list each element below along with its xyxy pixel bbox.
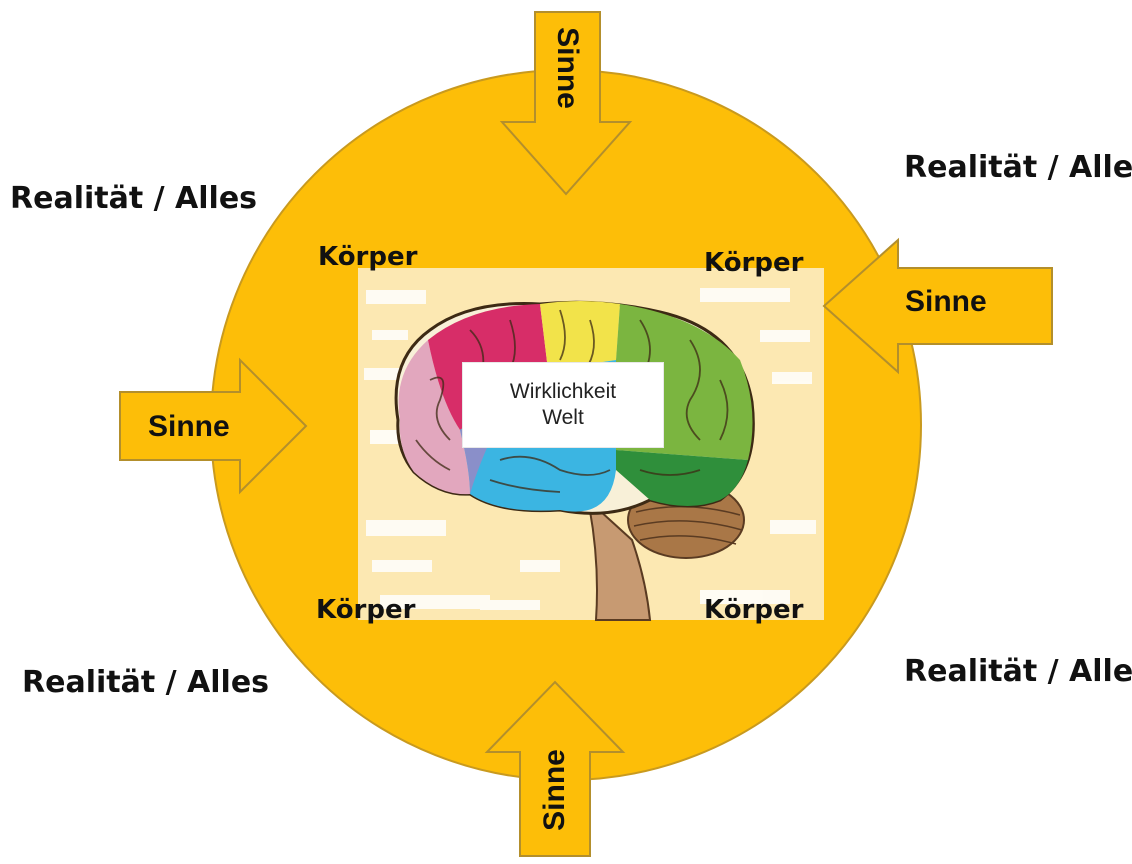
center-text-line2: Welt [542, 406, 584, 429]
koerper-label-top-left: Körper [318, 242, 418, 272]
realitaet-label-top-right: Realität / Alles [904, 150, 1132, 185]
realitaet-label-bottom-left: Realität / Alles [22, 665, 270, 700]
koerper-label-bottom-right: Körper [704, 595, 804, 625]
realitaet-label-top-left: Realität / Alles [10, 181, 258, 216]
sinne-arrow-bottom [484, 680, 626, 857]
sinne-label-right: Sinne [905, 285, 987, 318]
wirklichkeit-box: Wirklichkeit Welt [462, 362, 664, 448]
sinne-label-left: Sinne [148, 410, 230, 443]
sinne-label-top: Sinne [551, 27, 584, 109]
sinne-arrow-right [822, 237, 1053, 375]
sinne-arrow-left [119, 357, 308, 495]
realitaet-label-bottom-right: Realität / Alles [904, 654, 1132, 689]
sinne-arrow-top [499, 11, 633, 196]
koerper-label-bottom-left: Körper [316, 595, 416, 625]
sinne-label-bottom: Sinne [538, 749, 571, 831]
koerper-label-top-right: Körper [704, 248, 804, 278]
center-text-line1: Wirklichkeit [509, 379, 617, 403]
